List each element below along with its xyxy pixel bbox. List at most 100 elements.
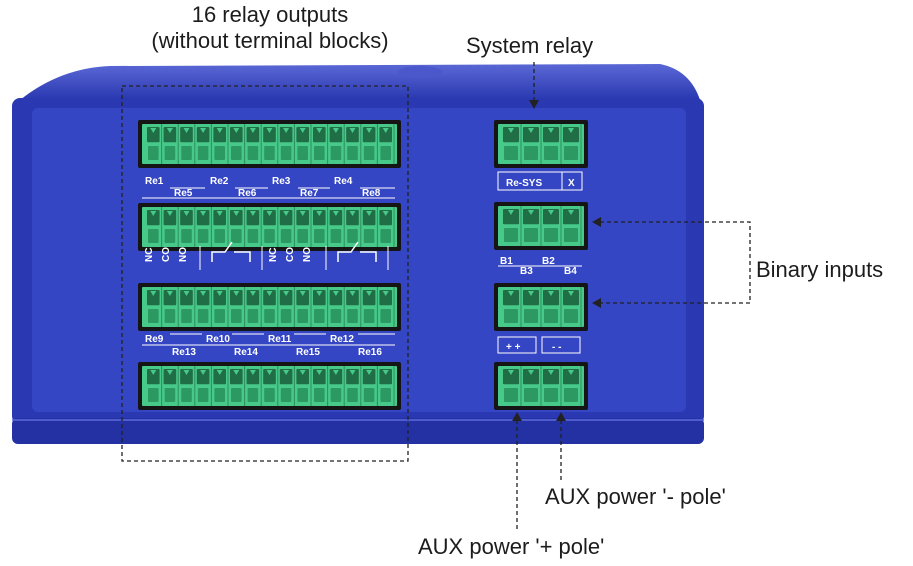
right-side-labels: Re-SYS X B1 B2 B3 B4 + + - - [497,171,583,354]
terminal-pin [230,287,246,327]
system-relay-callout: System relay [466,33,594,58]
relay-connector-row4 [138,362,401,410]
label-re13: Re13 [172,347,196,358]
terminal-pin [563,124,582,164]
terminal-pin [296,207,312,247]
label-re9: Re9 [145,334,164,345]
label-co-1: CO [161,247,172,262]
row1-label-lines [142,187,395,199]
label-re10: Re10 [206,334,230,345]
row3-labels: Re9 Re10 Re11 Re12 Re13 Re14 Re15 Re16 [142,333,395,358]
terminal-pin [163,124,179,164]
terminal-pin [230,124,246,164]
terminal-pin [329,287,345,327]
label-re14: Re14 [234,347,258,358]
terminal-pin [279,287,295,327]
terminal-pin [313,124,329,164]
terminal-pin [180,287,196,327]
aux-power-connector [494,362,588,410]
label-no-1: NO [178,247,189,262]
terminal-pin [503,366,522,406]
label-re1: Re1 [145,176,164,187]
binary-inputs-callout: Binary inputs [756,257,884,282]
terminal-pin [543,287,562,327]
binary-inputs-bracket [600,221,751,304]
terminal-pin [147,207,163,247]
row2-dividers [199,246,389,270]
terminal-pin [163,207,179,247]
terminal-pin [313,207,329,247]
terminal-pin [246,366,262,406]
terminal-pin [543,124,562,164]
terminal-pin [213,366,229,406]
row3-label-lines [142,333,395,346]
label-aux-plus: + + [506,342,521,353]
terminal-pin [246,207,262,247]
terminal-pin [196,124,212,164]
terminal-pin [180,207,196,247]
terminal-pin [563,206,582,246]
label-re-sys: Re-SYS [506,178,542,189]
terminal-pin [147,124,163,164]
label-re6: Re6 [238,188,257,199]
terminal-pin [329,366,345,406]
terminal-pin [180,366,196,406]
label-re7: Re7 [300,188,319,199]
terminal-pin [313,287,329,327]
relay-connector-row3 [138,283,401,331]
label-co-2: CO [285,247,296,262]
terminal-pin [329,124,345,164]
label-re2: Re2 [210,176,229,187]
terminal-pin [213,207,229,247]
terminal-pin [503,124,522,164]
row2-contact-labels: NC CO NO NC CO NO [144,241,389,270]
enclosure-base [12,418,704,444]
label-b4: B4 [564,266,577,277]
callout-arrowheads [512,100,601,421]
label-nc-2: NC [268,248,279,262]
terminal-pin [196,287,212,327]
terminal-pin [362,287,378,327]
terminal-pin [296,124,312,164]
relay-symbol-2 [337,241,377,262]
relay-outputs-callout: 16 relay outputs (without terminal block… [120,2,420,54]
system-relay-connector [494,120,588,168]
terminal-pin [263,366,279,406]
label-nc-1: NC [144,248,155,262]
terminal-pin [346,366,362,406]
enclosure-front-panel [32,108,686,412]
terminal-pin [296,366,312,406]
terminal-pin [180,124,196,164]
relay-connector-row1 [138,120,401,168]
label-re15: Re15 [296,347,320,358]
terminal-pin [543,366,562,406]
terminal-pin [230,207,246,247]
label-b2: B2 [542,256,555,267]
terminal-pin [246,124,262,164]
terminal-pin [147,287,163,327]
relay-connector-row2 [138,203,401,251]
aux-minus-callout: AUX power '- pole' [545,484,726,509]
terminal-pin [362,366,378,406]
terminal-pin [379,366,395,406]
terminal-pin [523,124,542,164]
terminal-pin [196,366,212,406]
terminal-pin [279,124,295,164]
binary-inputs-connector-2 [494,283,588,331]
terminal-pin [230,366,246,406]
terminal-pin [523,206,542,246]
label-re3: Re3 [272,176,291,187]
terminal-pin [503,287,522,327]
label-b1: B1 [500,256,513,267]
terminal-pin [346,207,362,247]
sys-label-box [497,171,583,191]
terminal-pin [379,207,395,247]
row1-labels: Re1 Re2 Re3 Re4 Re5 Re6 Re7 Re8 [142,176,395,199]
terminal-pin [362,207,378,247]
terminal-pin [379,124,395,164]
terminal-pin [279,207,295,247]
label-re4: Re4 [334,176,353,187]
terminal-pin [313,366,329,406]
label-re16: Re16 [358,347,382,358]
